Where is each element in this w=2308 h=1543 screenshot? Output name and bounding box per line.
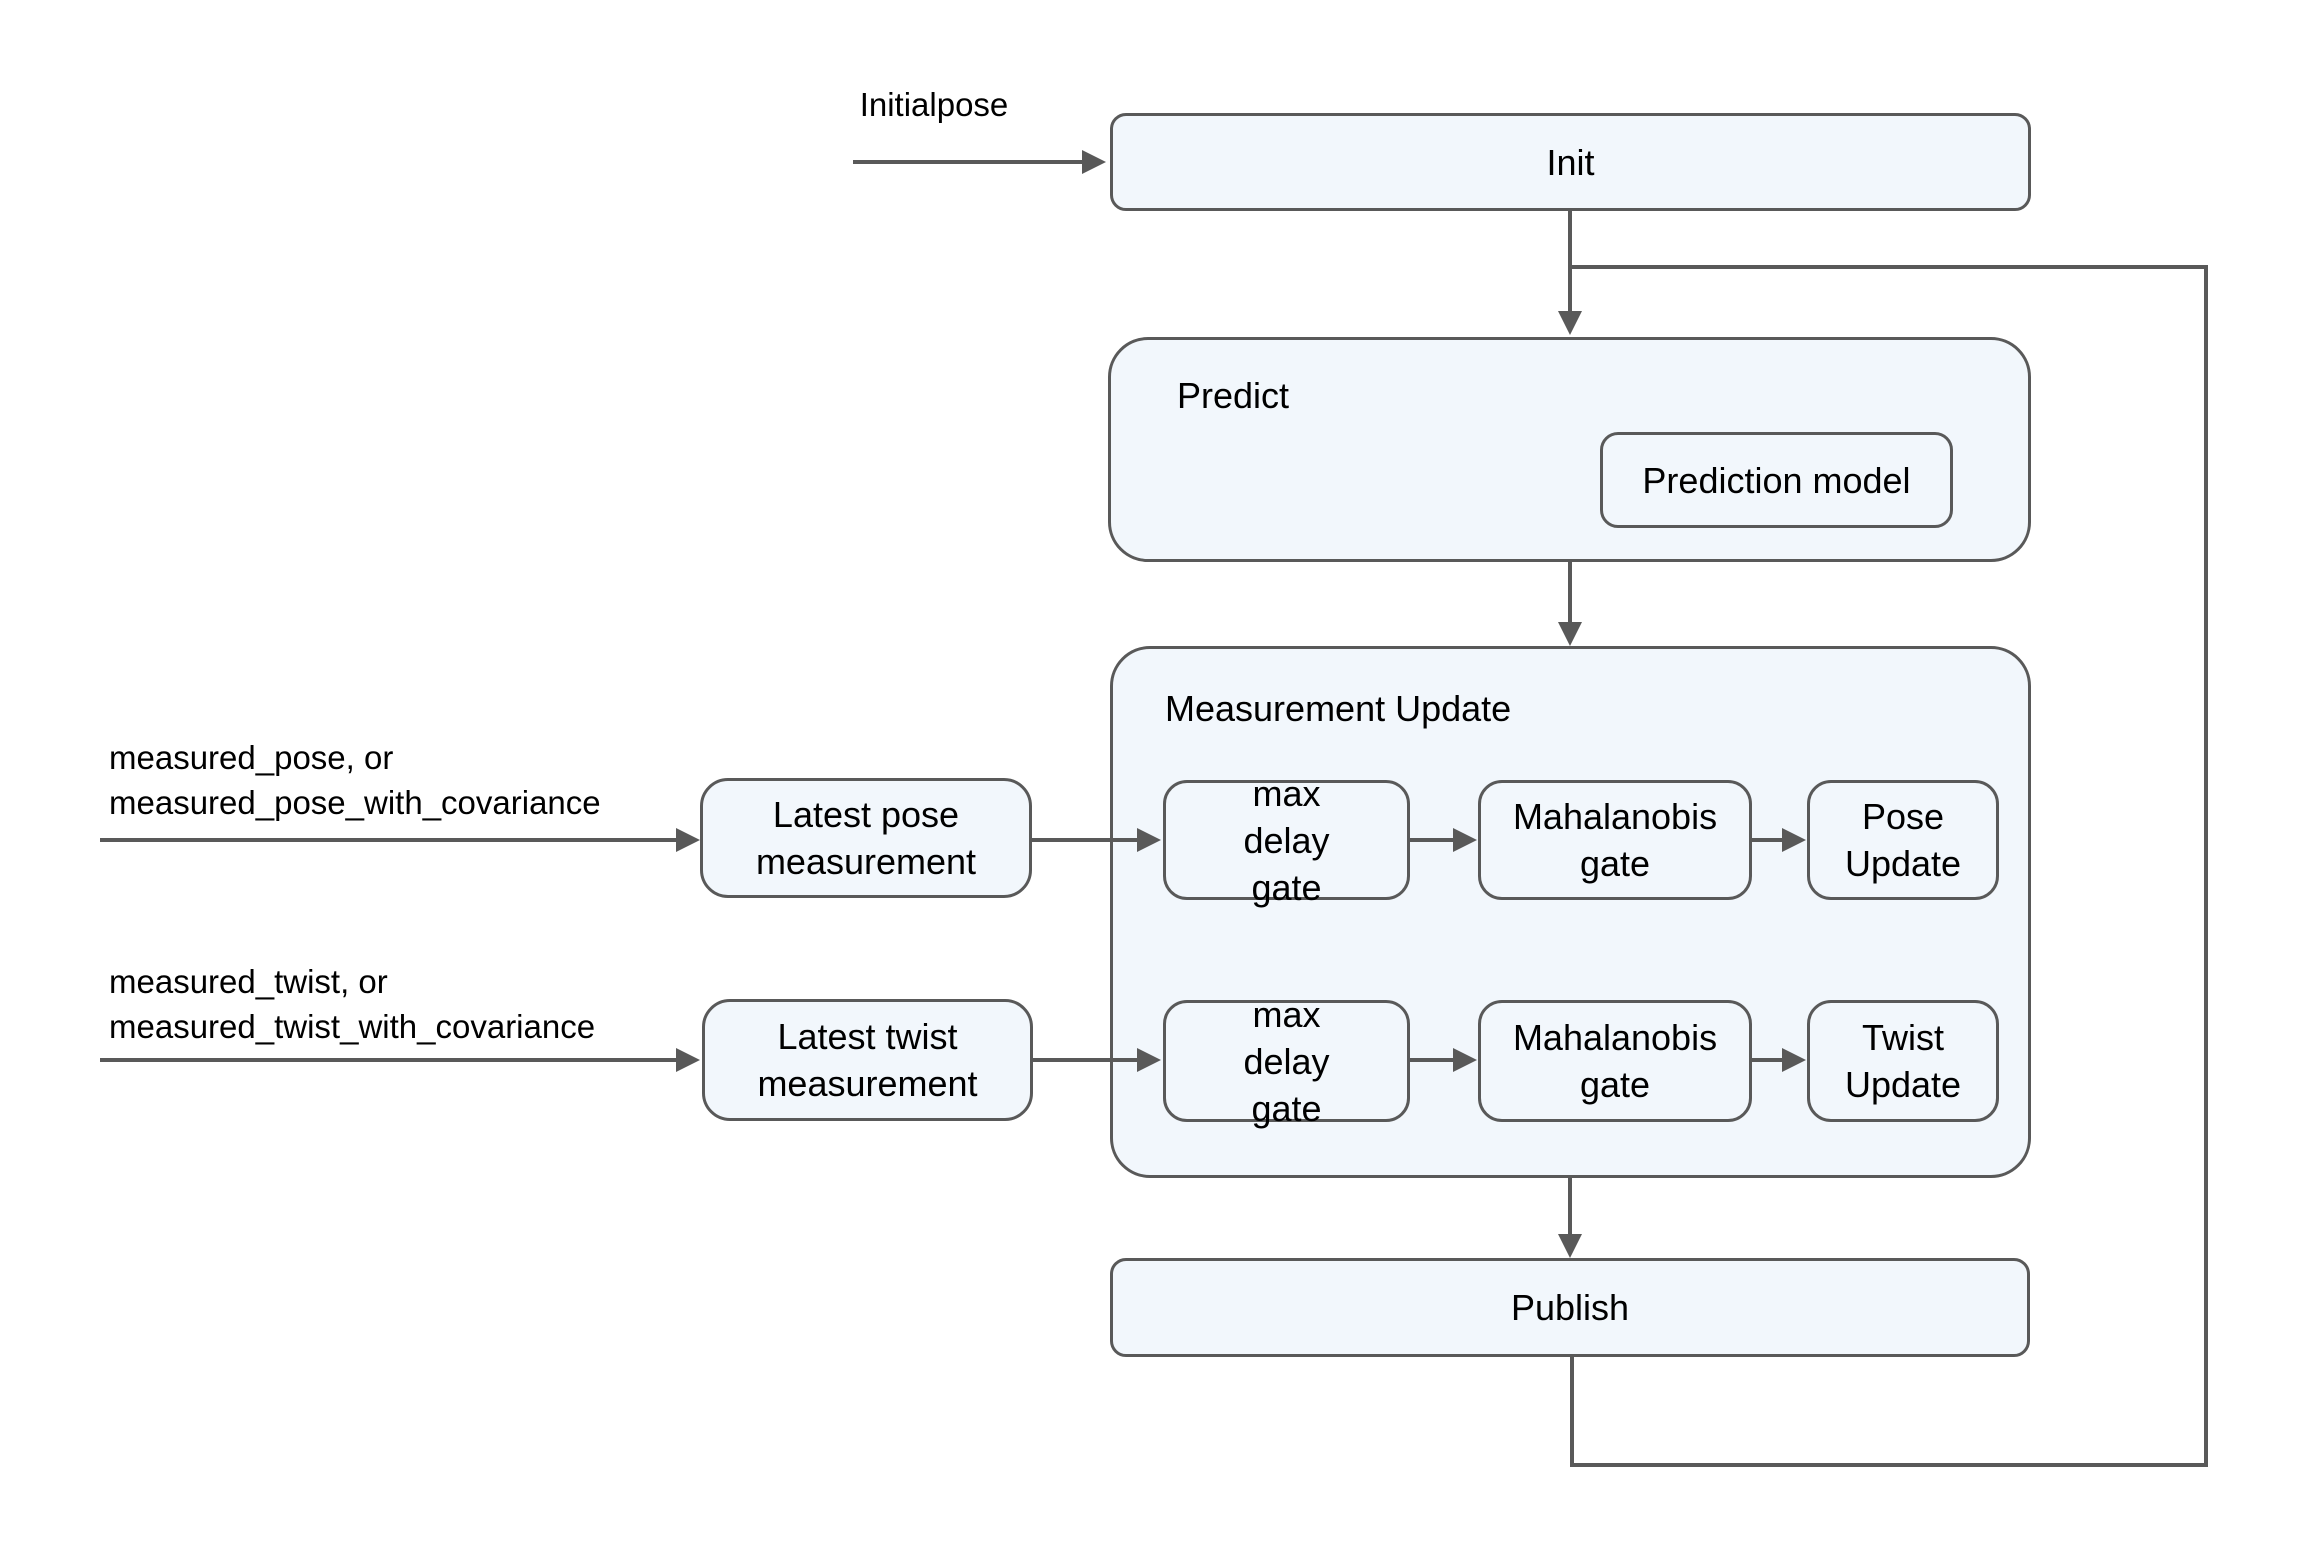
node-twist-max-delay-gate-label: max delay gate xyxy=(1243,993,1330,1129)
node-pose-max-delay-gate-label: max delay gate xyxy=(1243,772,1330,908)
node-pose-max-delay-gate: max delay gate xyxy=(1163,773,1410,908)
node-latest-twist-measurement: Latest twist measurement xyxy=(702,999,1033,1121)
measured-twist-label-line1: measured_twist, or xyxy=(109,963,388,1000)
measured-pose-label-line1: measured_pose, or xyxy=(109,739,394,776)
measured-twist-label: measured_twist, or measured_twist_with_c… xyxy=(109,959,595,1049)
node-publish: Publish xyxy=(1110,1258,2030,1357)
node-twist-update: Twist Update xyxy=(1807,1000,1999,1122)
node-latest-pose-measurement: Latest pose measurement xyxy=(700,778,1032,898)
node-predict-label: Predict xyxy=(1177,375,1290,416)
arrow-init-to-predict xyxy=(1558,211,1582,335)
node-twist-mahalanobis-gate-label: Mahalanobis gate xyxy=(1512,1017,1718,1105)
arrow-predict-to-measurement-update xyxy=(1558,562,1582,646)
arrow-measured-twist-input xyxy=(100,1048,700,1072)
arrow-measured-pose-input xyxy=(100,828,700,852)
node-publish-label: Publish xyxy=(1510,1287,1630,1328)
arrow-initialpose-to-init xyxy=(853,150,1106,174)
node-prediction-model-label: Prediction model xyxy=(1642,459,1911,501)
measured-pose-label: measured_pose, or measured_pose_with_cov… xyxy=(109,735,601,825)
node-prediction-model: Prediction model xyxy=(1600,432,1953,528)
node-latest-pose-measurement-label: Latest pose measurement xyxy=(755,794,977,882)
node-init: Init xyxy=(1110,113,2031,211)
arrow-measurement-update-to-publish xyxy=(1558,1178,1582,1258)
node-init-label: Init xyxy=(1546,141,1595,183)
initialpose-label: Initialpose xyxy=(859,86,1009,123)
node-pose-mahalanobis-gate: Mahalanobis gate xyxy=(1478,780,1752,900)
node-latest-twist-measurement-label: Latest twist measurement xyxy=(757,1016,978,1104)
measured-pose-label-line2: measured_pose_with_covariance xyxy=(109,784,601,821)
node-pose-update-label: Pose Update xyxy=(1844,796,1962,884)
measured-twist-label-line2: measured_twist_with_covariance xyxy=(109,1008,596,1045)
node-twist-max-delay-gate: max delay gate xyxy=(1163,994,1410,1129)
node-twist-mahalanobis-gate: Mahalanobis gate xyxy=(1478,1000,1752,1122)
node-pose-update: Pose Update xyxy=(1807,780,1999,900)
node-twist-update-label: Twist Update xyxy=(1844,1017,1962,1105)
node-pose-mahalanobis-gate-label: Mahalanobis gate xyxy=(1512,796,1718,884)
node-measurement-update-label: Measurement Update xyxy=(1165,688,1512,729)
